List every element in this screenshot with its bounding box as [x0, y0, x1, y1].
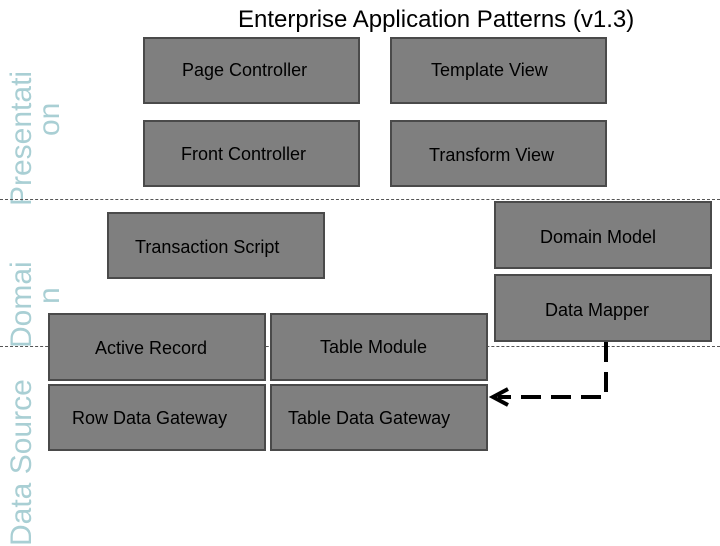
active-record-label: Active Record: [95, 338, 208, 358]
table-data-gateway-label: Table Data Gateway: [288, 408, 451, 428]
divider-presentation-domain: [0, 199, 720, 200]
template-view-label: Template View: [431, 60, 548, 80]
layer-label-data-source: Data Source: [5, 379, 38, 546]
row-data-gateway-box[interactable]: [48, 384, 266, 451]
page-controller-label: Page Controller: [182, 60, 308, 80]
data-mapper-box[interactable]: [494, 274, 712, 342]
page-controller-box[interactable]: [143, 37, 360, 104]
layer-label-domain-line1: Domai: [5, 261, 38, 348]
front-controller-label: Front Controller: [181, 144, 307, 164]
transaction-script-box[interactable]: [107, 212, 325, 279]
domain-model-label: Domain Model: [540, 227, 657, 247]
table-module-box[interactable]: [270, 313, 488, 381]
layer-label-presentation-line1: Presentati: [5, 70, 38, 206]
layer-label-presentation: Presentati on: [5, 70, 66, 206]
template-view-box[interactable]: [390, 37, 607, 104]
layer-label-data-source-line1: Data Source: [5, 379, 38, 546]
data-mapper-label: Data Mapper: [545, 300, 650, 320]
layer-label-presentation-line2: on: [33, 102, 66, 136]
row-data-gateway-label: Row Data Gateway: [72, 408, 228, 428]
transform-view-box[interactable]: [390, 120, 607, 187]
arrowhead-icon: [488, 387, 509, 407]
diagram-title: Enterprise Application Patterns (v1.3): [238, 6, 635, 33]
active-record-box[interactable]: [48, 313, 266, 381]
table-data-gateway-box[interactable]: [270, 384, 488, 451]
table-module-label: Table Module: [320, 337, 428, 357]
transaction-script-label: Transaction Script: [135, 237, 280, 257]
domain-model-box[interactable]: [494, 201, 712, 269]
front-controller-box[interactable]: [143, 120, 360, 187]
transform-view-label: Transform View: [429, 145, 555, 165]
connector-line: [498, 342, 608, 399]
